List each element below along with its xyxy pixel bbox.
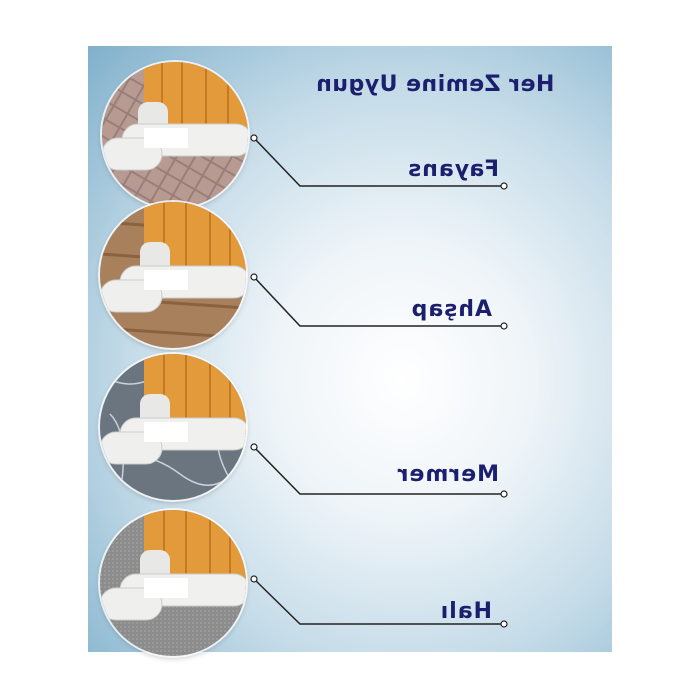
photo-carpet-floor xyxy=(100,510,246,656)
photo-marble-floor xyxy=(100,354,246,500)
photo-wood-floor xyxy=(100,202,246,348)
photo-tile-floor xyxy=(102,62,248,208)
connector-wood xyxy=(253,276,504,327)
connector-carpet xyxy=(253,578,504,625)
connector-tile xyxy=(253,137,504,187)
connector-marble xyxy=(253,446,504,495)
